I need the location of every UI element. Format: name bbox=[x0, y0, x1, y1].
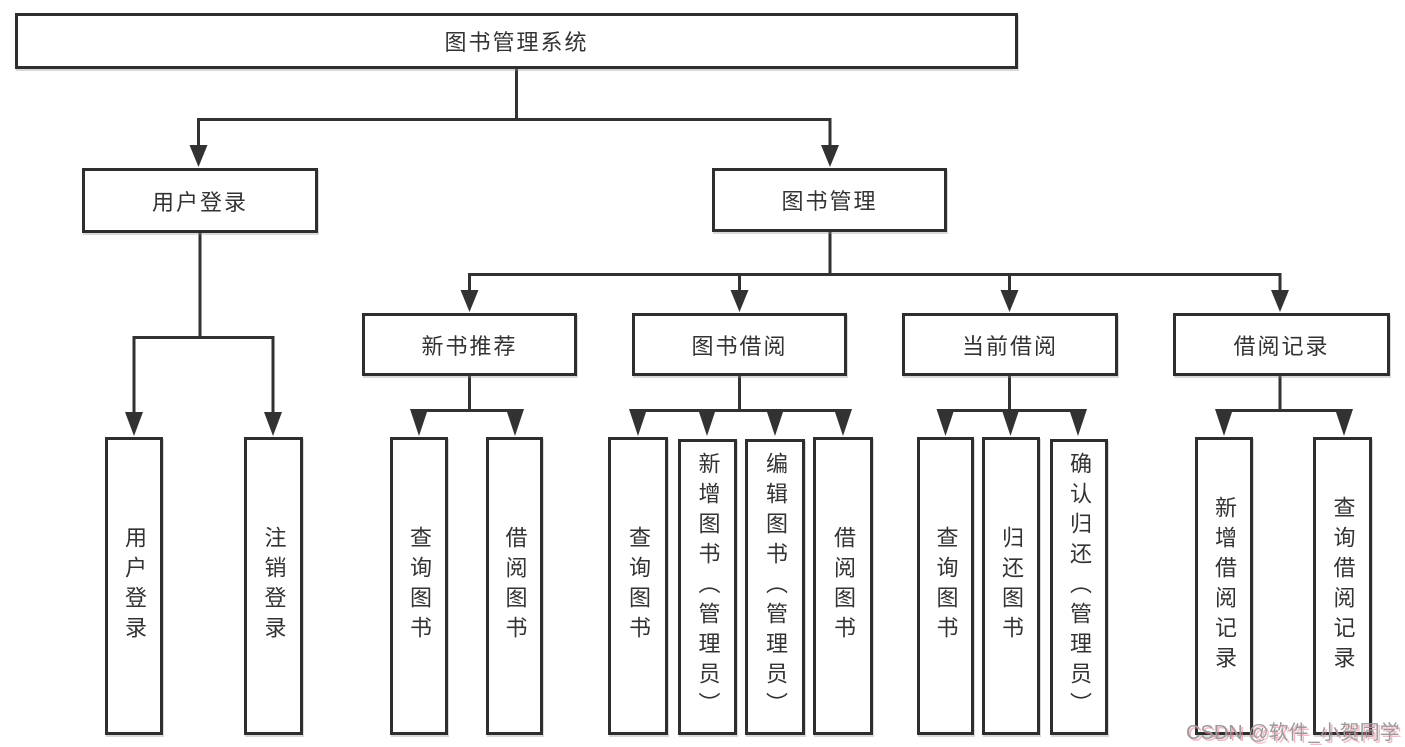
arrow-down-icon bbox=[766, 409, 784, 436]
leaf-label: 查询图书 bbox=[933, 526, 959, 646]
leaf-label: 借阅图书 bbox=[831, 526, 856, 646]
arrow-down-icon bbox=[1215, 409, 1233, 436]
node-leaf-confirm-return: 确认归还（管理员） bbox=[1050, 439, 1108, 735]
arrow-down-icon bbox=[125, 412, 143, 436]
arrow-down-icon bbox=[821, 145, 839, 167]
node-leaf-return-book: 归还图书 bbox=[982, 437, 1040, 735]
leaf-label: 确认归还（管理员） bbox=[1067, 452, 1092, 722]
node-leaf-borrow-book-b: 借阅图书 bbox=[813, 437, 873, 735]
node-leaf-add-borrow-record: 新增借阅记录 bbox=[1195, 437, 1253, 735]
arrow-down-icon bbox=[1069, 409, 1087, 436]
arrow-down-icon bbox=[1335, 409, 1353, 436]
leaf-label: 编辑图书（管理员） bbox=[763, 452, 788, 722]
node-new-book-recommend: 新书推荐 bbox=[362, 313, 577, 376]
arrow-down-icon bbox=[1271, 290, 1289, 312]
leaf-label: 查询借阅记录 bbox=[1330, 496, 1356, 676]
arrow-down-icon bbox=[629, 409, 647, 436]
node-leaf-query-book-a: 查询图书 bbox=[390, 437, 448, 735]
arrow-down-icon bbox=[834, 409, 852, 436]
arrow-down-icon bbox=[936, 409, 955, 436]
node-leaf-query-borrow-record: 查询借阅记录 bbox=[1313, 437, 1372, 735]
leaf-label: 借阅图书 bbox=[502, 526, 528, 646]
node-current-borrow: 当前借阅 bbox=[902, 313, 1118, 376]
node-leaf-logout: 注销登录 bbox=[244, 437, 303, 735]
node-leaf-query-book-b: 查询图书 bbox=[608, 437, 668, 735]
node-root: 图书管理系统 bbox=[15, 13, 1018, 69]
leaf-label: 归还图书 bbox=[999, 526, 1024, 646]
arrow-down-icon bbox=[730, 290, 749, 312]
arrow-down-icon bbox=[460, 290, 479, 312]
node-book-management: 图书管理 bbox=[712, 168, 947, 232]
node-leaf-edit-book: 编辑图书（管理员） bbox=[745, 439, 805, 735]
arrow-down-icon bbox=[264, 412, 282, 436]
csdn-watermark: CSDN @软件_小贺同学 bbox=[1186, 722, 1400, 744]
leaf-label: 注销登录 bbox=[261, 526, 287, 646]
leaf-label: 新增借阅记录 bbox=[1212, 496, 1237, 676]
leaf-label: 新增图书（管理员） bbox=[695, 452, 721, 722]
arrow-down-icon bbox=[698, 409, 716, 436]
node-leaf-query-book-c: 查询图书 bbox=[917, 437, 974, 735]
node-leaf-borrow-book-a: 借阅图书 bbox=[486, 437, 543, 735]
node-borrow-records: 借阅记录 bbox=[1173, 313, 1390, 376]
node-user-login: 用户登录 bbox=[82, 168, 318, 233]
arrow-down-icon bbox=[506, 409, 524, 436]
node-leaf-add-book: 新增图书（管理员） bbox=[678, 439, 737, 735]
arrow-down-icon bbox=[1001, 409, 1020, 436]
arrow-down-icon bbox=[189, 145, 208, 167]
leaf-label: 用户登录 bbox=[122, 526, 147, 646]
leaf-label: 查询图书 bbox=[626, 526, 651, 646]
node-leaf-user-login: 用户登录 bbox=[105, 437, 163, 735]
leaf-label: 查询图书 bbox=[407, 526, 432, 646]
arrow-down-icon bbox=[410, 409, 428, 436]
arrow-down-icon bbox=[1000, 290, 1019, 312]
node-book-borrow: 图书借阅 bbox=[632, 313, 847, 376]
